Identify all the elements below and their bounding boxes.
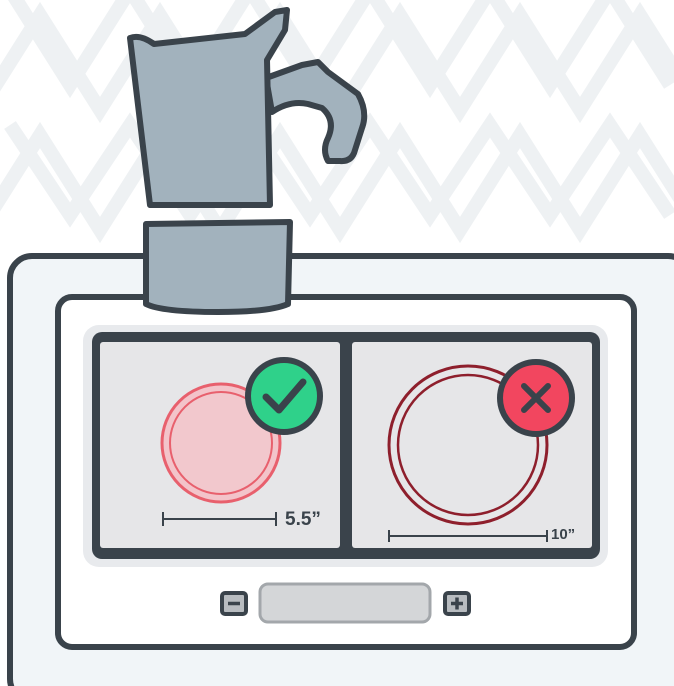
- minus-button[interactable]: [222, 593, 246, 614]
- moka-pot-lower: [146, 222, 290, 312]
- moka-pot-upper: [130, 10, 287, 205]
- control-display: [260, 584, 430, 622]
- large-burner-size-label: 10”: [551, 526, 575, 543]
- incorrect-badge: [500, 362, 572, 434]
- moka-pot-handle: [266, 62, 364, 161]
- small-burner-size-label: 5.5”: [285, 509, 321, 531]
- plus-button[interactable]: [445, 593, 469, 614]
- correct-badge: [248, 360, 320, 432]
